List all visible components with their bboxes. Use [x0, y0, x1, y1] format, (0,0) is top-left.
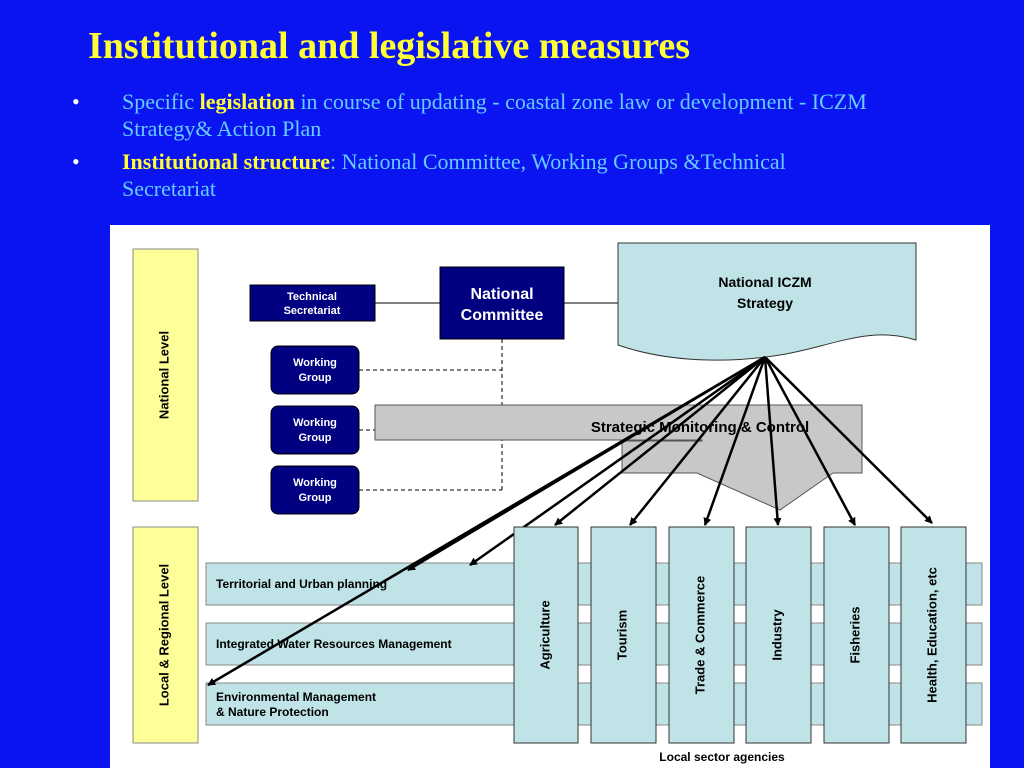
technical-secretariat-line1: Technical — [287, 291, 337, 303]
sector-trade-label: Trade & Commerce — [692, 576, 707, 695]
sector-agriculture — [513, 526, 579, 744]
sector-health — [900, 526, 967, 744]
arrow-to-territorial — [407, 355, 766, 572]
bullet-dot: • — [72, 89, 80, 114]
institutional-diagram: National Level Local & Regional Level Te… — [110, 225, 990, 768]
bullet-highlight: legislation — [199, 89, 295, 114]
arrow-to-agriculture — [554, 356, 766, 526]
strategy-document-shape — [617, 242, 917, 361]
national-committee-box — [439, 266, 565, 340]
bullet-item-legislation: • Specific legislation in course of upda… — [72, 88, 872, 142]
national-level-label: National Level — [156, 331, 171, 419]
arrow-to-trade — [703, 356, 767, 526]
working-group-2-line2: Group — [299, 432, 332, 444]
technical-secretariat-box — [249, 284, 376, 322]
national-committee-line1: National — [470, 286, 533, 303]
sector-industry — [745, 526, 812, 744]
arrow-to-health — [764, 356, 933, 524]
row-water-label: Integrated Water Resources Management — [216, 637, 452, 651]
working-group-box-1 — [270, 345, 360, 395]
working-group-box-3 — [270, 465, 360, 515]
sector-trade — [668, 526, 735, 744]
bullet-text-post: in course of updating - coastal zone law… — [122, 89, 867, 141]
arrow-to-tourism — [629, 356, 766, 526]
bullet-item-institutional: • Institutional structure: National Comm… — [72, 148, 872, 202]
sector-fisheries-label: Fisheries — [847, 606, 862, 663]
diagram-svg: National Level Local & Regional Level Te… — [132, 242, 983, 764]
working-group-2-line1: Working — [293, 417, 337, 429]
local-level-label: Local & Regional Level — [156, 564, 171, 706]
sector-agriculture-label: Agriculture — [537, 600, 552, 669]
local-level-bar — [132, 526, 199, 744]
sector-fisheries — [823, 526, 890, 744]
sector-tourism — [590, 526, 657, 744]
row-environment-label-2: & Nature Protection — [216, 705, 329, 719]
bullet-list: • Specific legislation in course of upda… — [72, 88, 872, 208]
bullet-text-post: : National Committee, Working Groups &Te… — [122, 149, 786, 201]
strategy-line2: Strategy — [737, 295, 793, 311]
sector-health-label: Health, Education, etc — [924, 567, 939, 703]
row-environment-label-1: Environmental Management — [216, 690, 376, 704]
technical-secretariat-line2: Secretariat — [284, 305, 341, 317]
monitoring-label: Strategic Monitoring & Control — [591, 419, 809, 436]
strategy-line1: National ICZM — [718, 274, 811, 290]
national-level-bar — [132, 248, 199, 502]
working-group-1-line1: Working — [293, 357, 337, 369]
bullet-text-pre: Specific — [122, 89, 200, 114]
working-group-1-line2: Group — [299, 372, 332, 384]
sector-tourism-label: Tourism — [614, 610, 629, 660]
sector-industry-label: Industry — [769, 609, 784, 661]
arrow-to-fisheries — [763, 356, 857, 526]
row-territorial-label: Territorial and Urban planning — [216, 577, 387, 591]
working-group-3-line1: Working — [293, 477, 337, 489]
national-committee-line2: Committee — [461, 307, 544, 324]
footer-label: Local sector agencies — [659, 750, 785, 764]
working-group-3-line2: Group — [299, 492, 332, 504]
slide-title: Institutional and legislative measures — [88, 25, 691, 67]
bullet-dot: • — [72, 149, 80, 174]
working-group-box-2 — [270, 405, 360, 455]
arrow-to-industry — [763, 356, 782, 526]
bullet-highlight: Institutional structure — [122, 149, 330, 174]
